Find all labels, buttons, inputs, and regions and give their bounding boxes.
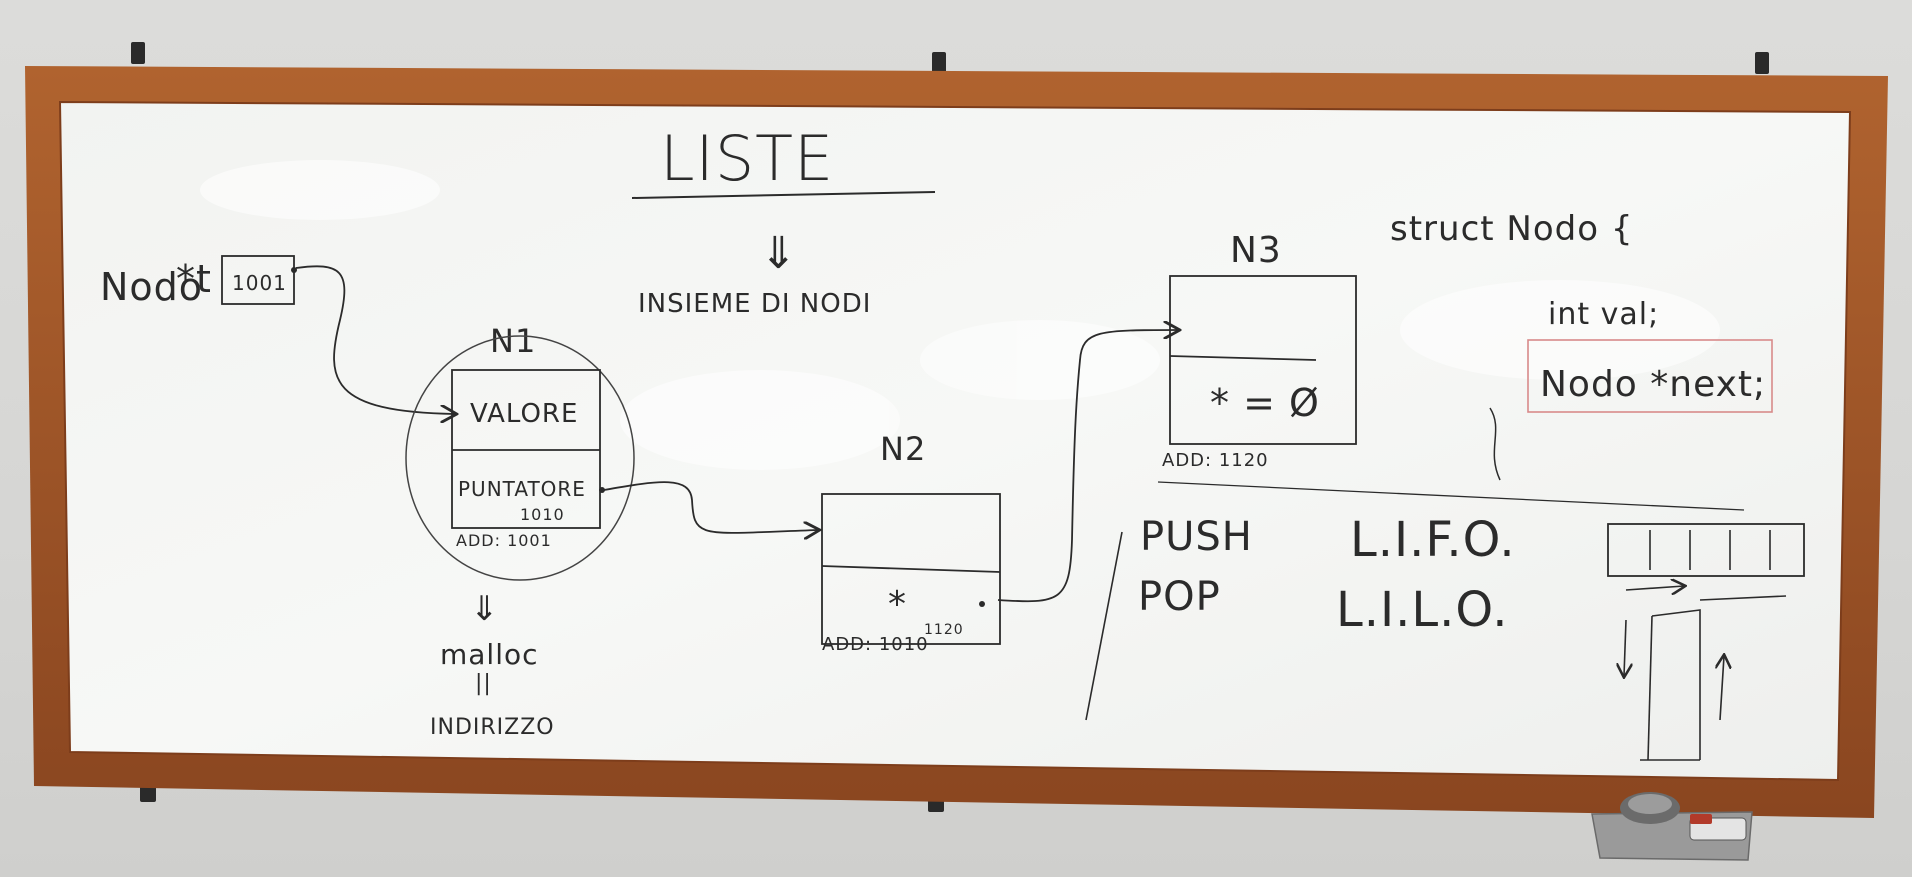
svg-text:PUSH: PUSH [1140, 514, 1253, 560]
light-reflections [200, 160, 1720, 470]
wall-hooks [131, 42, 1769, 812]
svg-text:N2: N2 [880, 430, 926, 468]
svg-text:POP: POP [1138, 574, 1221, 620]
board-title: LISTE [660, 122, 834, 195]
svg-text:1001: 1001 [232, 271, 287, 295]
svg-text:N3: N3 [1230, 230, 1282, 271]
n1-address: ADD: 1001 [456, 531, 552, 550]
node-n3: N3 * = Ø ADD: 1120 [1162, 230, 1357, 471]
svg-text:⇓: ⇓ [470, 589, 500, 629]
pointer-declaration: Nodo *t 1001 [100, 255, 455, 414]
svg-text:||: || [475, 671, 492, 696]
svg-text:Nodo: Nodo [100, 265, 203, 309]
svg-text:*: * [888, 584, 907, 625]
svg-text:malloc: malloc [440, 638, 539, 671]
malloc-note: ⇓ malloc || INDIRIZZO [430, 589, 555, 740]
stack-operations: PUSH POP [1085, 514, 1253, 721]
node-n1: N1 VALORE PUNTATORE 1010 ADD: 1001 [405, 322, 818, 581]
svg-text:* = Ø: * = Ø [1210, 381, 1320, 425]
svg-text:Nodo *next;: Nodo *next; [1540, 364, 1766, 405]
svg-text:*t: *t [176, 257, 212, 301]
marker-tray [1591, 792, 1753, 861]
title-arrow: ⇓ [760, 228, 798, 279]
whiteboard-frame [25, 66, 1888, 818]
board-subtitle: INSIEME DI NODI [638, 289, 871, 319]
svg-text:1120: 1120 [924, 622, 964, 638]
svg-text:1010: 1010 [520, 505, 565, 524]
n1-field-pointer: PUNTATORE [458, 477, 586, 501]
svg-text:N1: N1 [490, 322, 536, 360]
n1-field-value: VALORE [470, 399, 578, 429]
svg-text:int val;: int val; [1548, 297, 1659, 332]
svg-text:L.I.L.O.: L.I.L.O. [1336, 582, 1509, 638]
node-n2: N2 * 1120 ADD: 1010 [821, 330, 1178, 655]
n3-address: ADD: 1120 [1162, 450, 1269, 471]
svg-text:INDIRIZZO: INDIRIZZO [430, 715, 555, 740]
title-underline [631, 191, 936, 199]
n2-address: ADD: 1010 [822, 634, 929, 655]
queue-stack-acronyms: L.I.F.O. L.I.L.O. [1336, 512, 1805, 761]
struct-definition: struct Nodo { int val; Nodo *next; [1157, 209, 1773, 511]
svg-text:struct Nodo {: struct Nodo { [1390, 209, 1633, 249]
svg-text:L.I.F.O.: L.I.F.O. [1350, 512, 1516, 568]
